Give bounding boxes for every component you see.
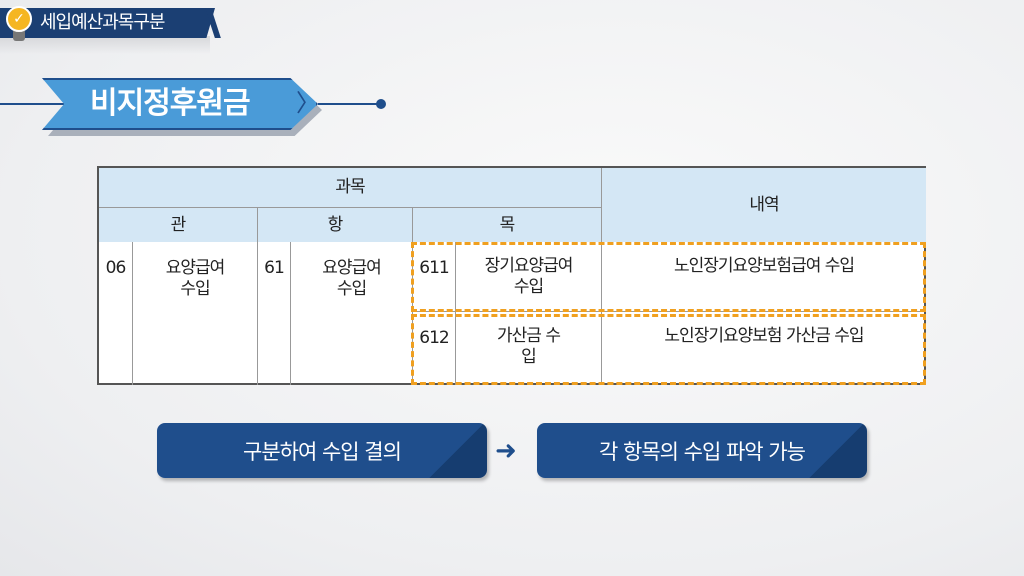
mok-code: 611 [412, 242, 455, 312]
lightbulb-icon: ✓ [6, 6, 32, 32]
mok-detail: 노인장기요양보험급여 수입 [601, 242, 926, 312]
header-gwan: 관 [99, 208, 257, 242]
mok-name: 가산금 수입 [455, 312, 601, 385]
gwan-code: 06 [105, 258, 127, 278]
header-hang: 항 [257, 208, 412, 242]
bulb-base [13, 31, 25, 41]
section-title: 세입예산과목구분 [40, 12, 165, 33]
flow-step-1: 구분하여 수입 결의 [157, 423, 487, 478]
mok-detail: 노인장기요양보험 가산금 수입 [601, 312, 926, 385]
line-dot [376, 99, 386, 109]
section-bar [0, 8, 215, 38]
arrow-right-icon: ➜ [495, 436, 517, 466]
top-bar-shadow [0, 36, 210, 54]
hang-code: 61 [257, 242, 290, 385]
mok-code: 612 [412, 312, 455, 385]
account-table: 과목 내역 관 항 목 06 요양급여 수입 61 요양급여 수입 611 장기… [97, 166, 926, 385]
divider-line [318, 103, 380, 105]
header-detail: 내역 [601, 168, 926, 242]
divider-line [0, 103, 72, 105]
page-title: 비지정후원금 [90, 86, 251, 121]
header-mok: 목 [412, 208, 601, 242]
flow-step-2: 각 항목의 수입 파악 가능 [537, 423, 867, 478]
gwan-name: 요양급여 수입 [132, 242, 257, 385]
mok-name: 장기요양급여 수입 [455, 242, 601, 312]
header-group: 과목 [99, 168, 601, 208]
chevron-right-icon: 〉 [296, 89, 320, 117]
hang-name: 요양급여 수입 [290, 242, 412, 385]
